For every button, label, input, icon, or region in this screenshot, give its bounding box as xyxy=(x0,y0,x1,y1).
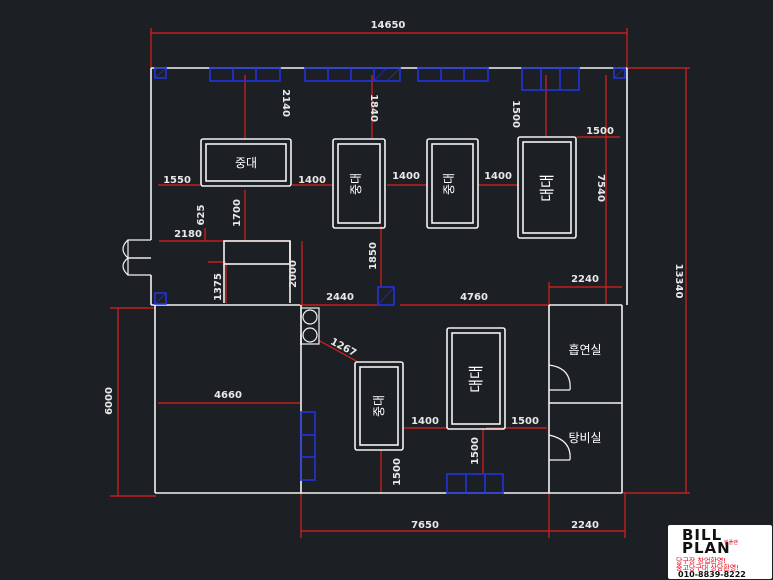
billplan-logo: BILL PLAN 빌플랜 당구장 창업환영! 중고당구대 상담환영! 010-… xyxy=(668,525,772,579)
dim-4760: 4760 xyxy=(460,292,488,303)
table-upper-mid2-label: 중대 xyxy=(442,173,456,195)
dim-lower-left-width: 4660 xyxy=(214,390,242,401)
dim-lower-gap-1500: 1500 xyxy=(511,416,539,427)
dim-total-height: 13340 xyxy=(673,264,684,299)
dim-1700: 1700 xyxy=(232,199,243,227)
table-upper-mid1-label: 중대 xyxy=(349,173,363,195)
dim-2440: 2440 xyxy=(326,292,354,303)
left-door xyxy=(122,239,151,276)
dim-top-gap-right: 1500 xyxy=(510,100,521,128)
logo-mark: BILL PLAN xyxy=(682,526,731,557)
storage-room-label: 탕비실 xyxy=(568,431,601,445)
column-circles xyxy=(300,307,320,345)
dim-right-offset: 1500 xyxy=(586,126,614,137)
dim-bottom-width: 7650 xyxy=(411,520,439,531)
dim-2180: 2180 xyxy=(174,229,202,240)
dim-lower-height-1500-a: 1500 xyxy=(392,458,403,486)
logo-line1: BILL xyxy=(682,526,723,544)
dim-2240-top: 2240 xyxy=(571,274,599,285)
dim-gap-1: 1400 xyxy=(298,175,326,186)
table-upper-right-label: 대대 xyxy=(538,174,556,202)
dim-gap-2: 1400 xyxy=(392,171,420,182)
dim-1850: 1850 xyxy=(368,242,379,270)
table-upper-left-label: 중대 xyxy=(235,156,257,170)
dim-2000: 2000 xyxy=(288,260,299,288)
dim-top-gap-mid: 1840 xyxy=(368,94,379,122)
dim-gap-3: 1400 xyxy=(484,171,512,182)
logo-phone: 010-8839-8222 xyxy=(678,570,746,579)
hatching xyxy=(154,67,626,306)
logo-text1: 당구장 창업환영! xyxy=(676,557,727,565)
dim-total-width: 14650 xyxy=(371,20,406,31)
tables xyxy=(200,136,577,451)
logo-line2: PLAN xyxy=(682,539,731,557)
table-lower-small-label: 중대 xyxy=(372,395,386,417)
dim-right-height: 7540 xyxy=(595,174,606,202)
dim-left-offset: 1550 xyxy=(163,175,191,186)
dim-1375: 1375 xyxy=(213,273,224,301)
logo-text2: 중고당구대 상담환영! xyxy=(676,564,739,572)
blue-fixtures xyxy=(154,67,626,494)
logo-tag: 빌플랜 xyxy=(724,540,738,546)
dim-top-gap-left: 2140 xyxy=(280,89,291,117)
dim-lower-gap-1400: 1400 xyxy=(411,416,439,427)
smoking-room-label: 흡연실 xyxy=(568,343,601,357)
dim-lower-left-height: 6000 xyxy=(104,387,115,415)
room-doors xyxy=(548,364,571,461)
table-lower-large-label: 대대 xyxy=(467,365,485,393)
dim-bottom-width-right: 2240 xyxy=(571,520,599,531)
dim-625: 625 xyxy=(196,205,207,226)
dim-lower-height-1500-b: 1500 xyxy=(470,437,481,465)
